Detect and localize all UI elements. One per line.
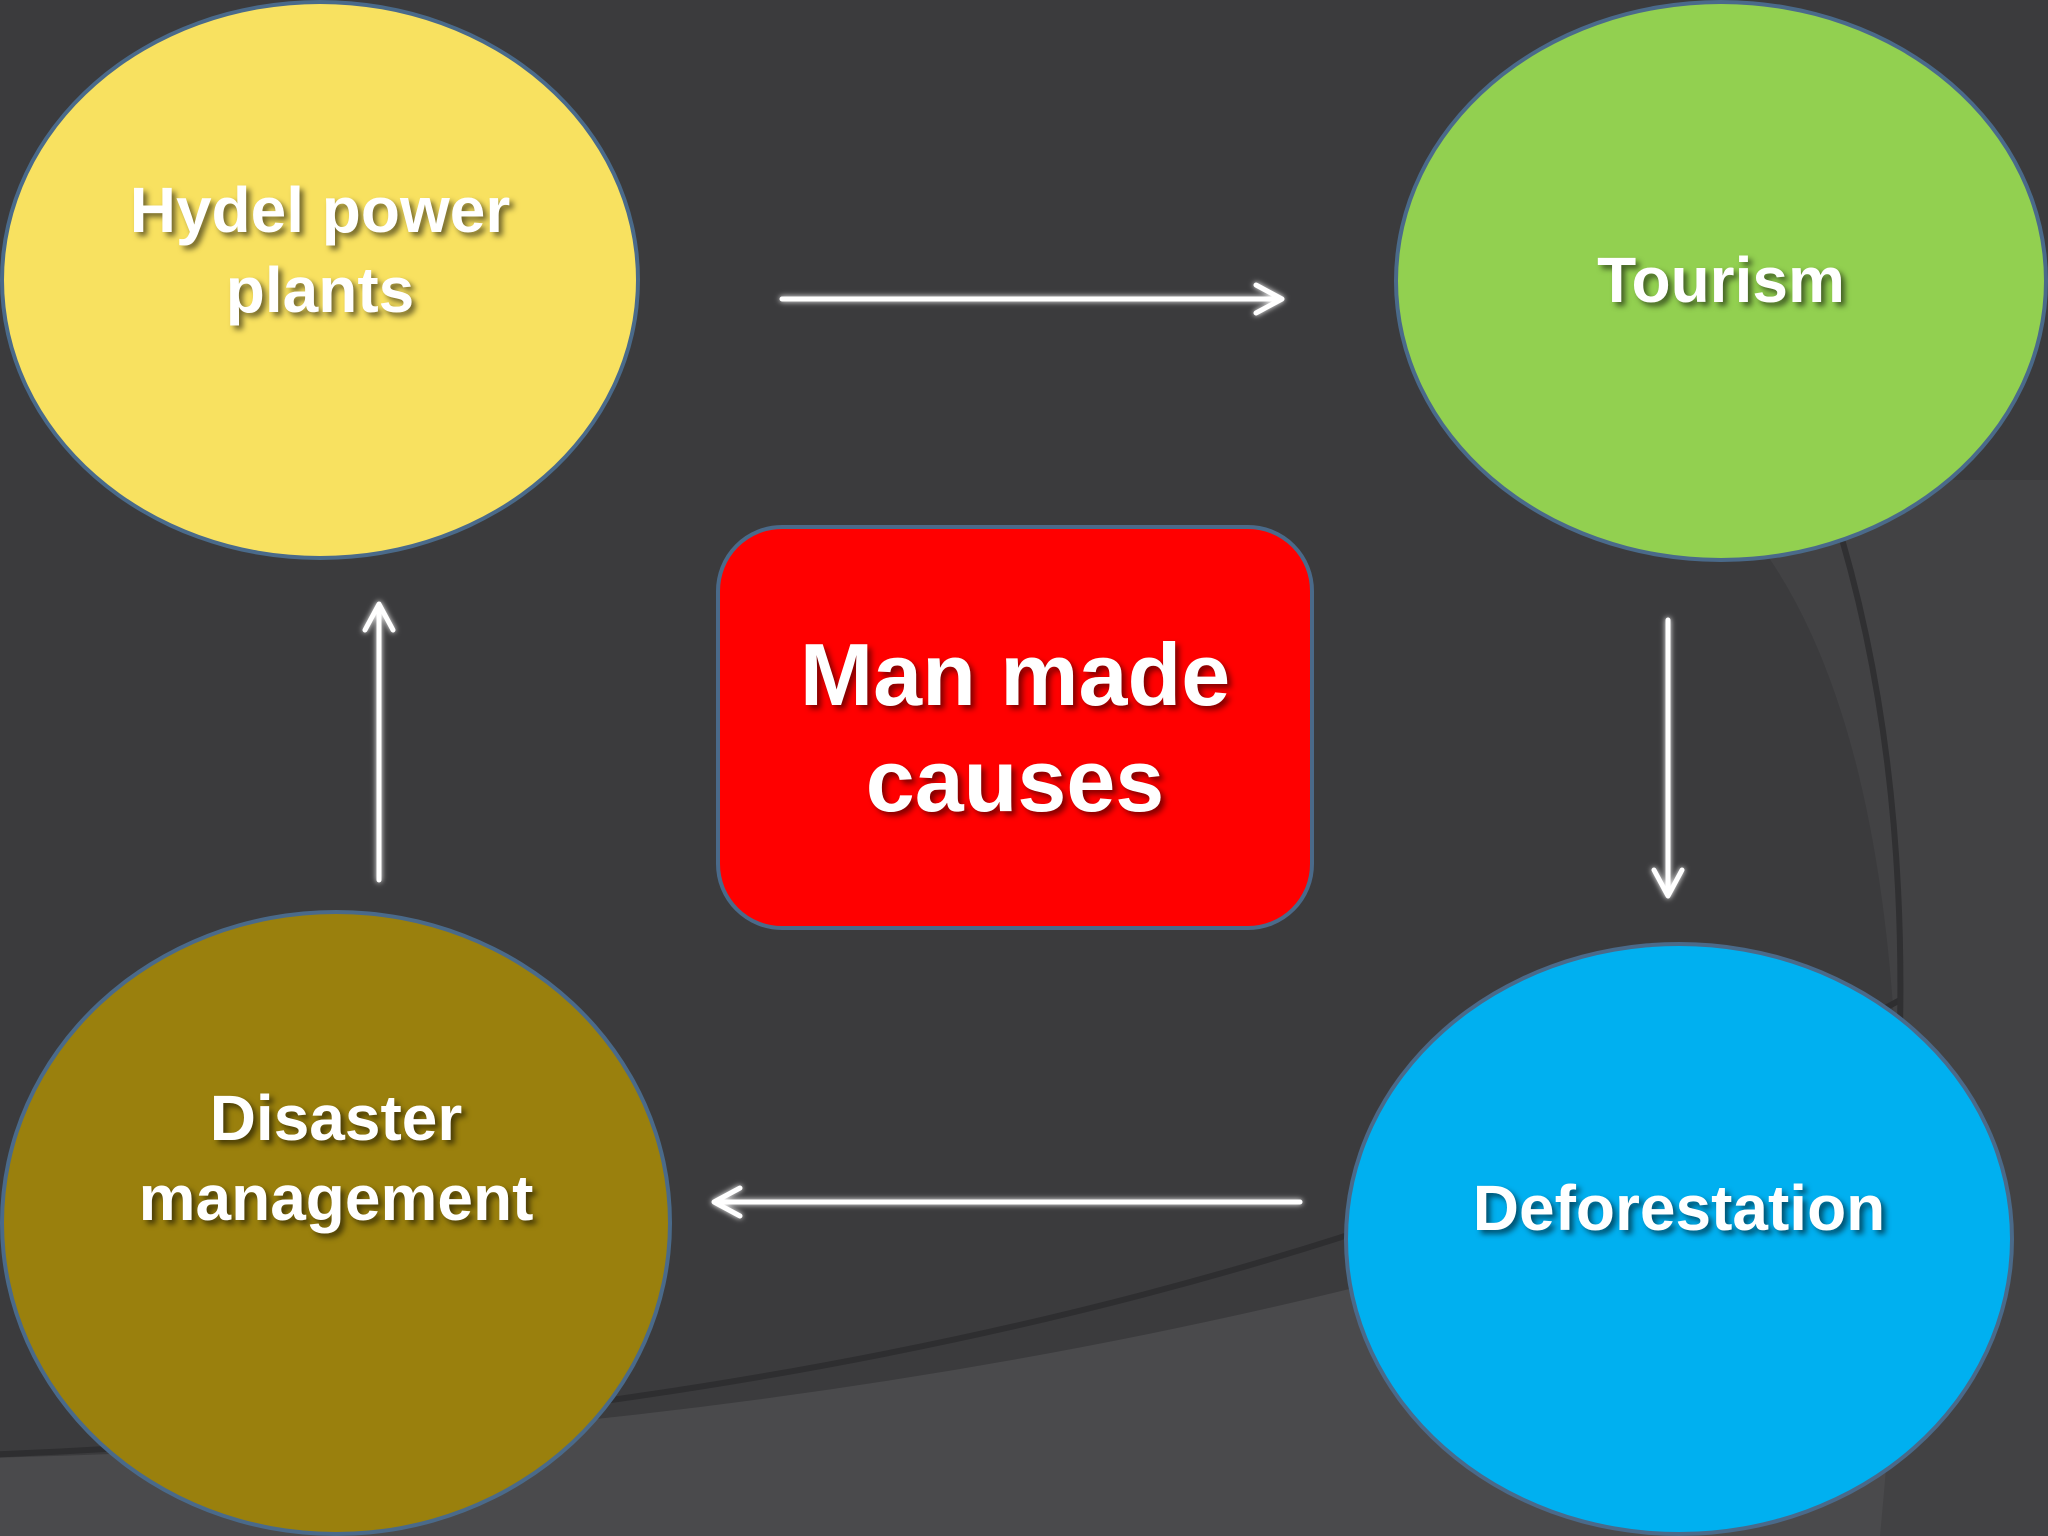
node-disaster-management: Disaster management: [0, 910, 672, 1536]
node-label: Tourism: [1597, 244, 1845, 316]
node-tourism: Tourism: [1394, 0, 2048, 562]
center-box: Man made causes: [716, 525, 1314, 930]
center-label: Man made causes: [799, 624, 1231, 830]
node-hydel-power-plants: Hydel power plants: [0, 0, 640, 560]
node-label: Hydel power plants: [129, 174, 511, 326]
node-label: Deforestation: [1472, 1172, 1886, 1244]
node-deforestation: Deforestation: [1344, 942, 2014, 1536]
node-label: Disaster management: [138, 1082, 534, 1234]
